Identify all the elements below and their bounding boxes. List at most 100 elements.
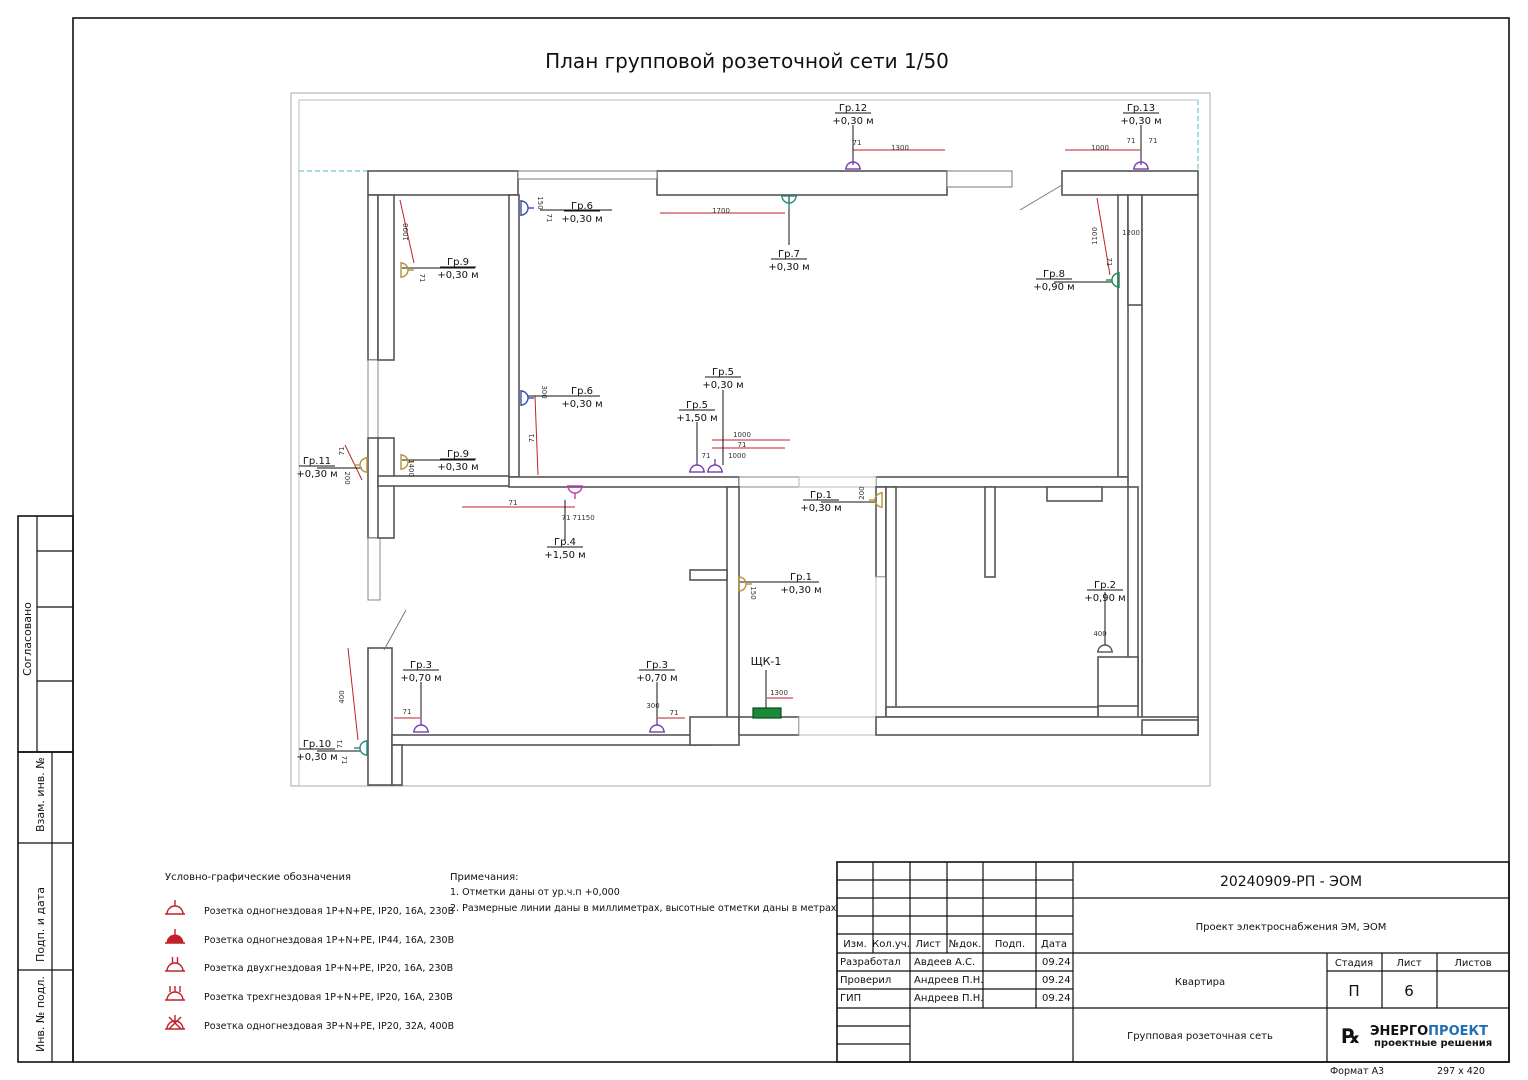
- socket-group-label: Гр.3: [410, 660, 432, 671]
- dimension-value: 71: [545, 214, 553, 223]
- tb-role: Проверил: [840, 975, 891, 986]
- dimension-value: 71: [509, 499, 518, 507]
- socket-icon: [845, 156, 861, 170]
- dimension-value: 71: [1105, 258, 1113, 267]
- socket-group-label: Гр.6: [571, 386, 593, 397]
- floor-plan: [290, 92, 1211, 787]
- dimension-value: 1000: [1091, 144, 1109, 152]
- socket-level-label: +0,30 м: [561, 214, 602, 225]
- socket-callout: Гр.6+0,30 м: [520, 386, 603, 410]
- socket-icon: [567, 485, 583, 499]
- dimension-value: 1100: [1091, 227, 1099, 245]
- tb-header: Кол.уч.: [872, 939, 910, 950]
- socket-group-label: Гр.5: [686, 400, 708, 411]
- tb-date: 09.24: [1042, 975, 1071, 986]
- socket-level-label: +0,30 м: [437, 462, 478, 473]
- socket-icon: [1097, 639, 1113, 653]
- socket-icon: [707, 459, 723, 473]
- dimension-value: 400: [1093, 630, 1106, 638]
- dimension-value: 71: [853, 139, 862, 147]
- tb-person: Авдеев А.С.: [914, 957, 975, 968]
- socket-group-label: Гр.10: [303, 739, 331, 750]
- legend: Условно-графические обозначения Розетка …: [165, 872, 454, 1032]
- notes-title: Примечания:: [450, 872, 519, 883]
- socket-level-label: +0,30 м: [702, 380, 743, 391]
- socket-icon: [869, 492, 883, 508]
- dimension-value: 300: [540, 385, 548, 398]
- socket-callout: Гр.3 +0,70 м: [636, 660, 678, 733]
- tb-header: Дата: [1041, 939, 1067, 950]
- socket-icon: [781, 195, 797, 209]
- panel-shk1: [752, 707, 782, 719]
- dimension-value: 71: [528, 434, 536, 443]
- dimension-value: 71: [338, 447, 346, 456]
- dimension-value: 1300: [891, 144, 909, 152]
- logo-mark: ℞: [1342, 1024, 1360, 1048]
- notes: Примечания: 1. Отметки даны от ур.ч.п +0…: [450, 872, 837, 914]
- dimension-value: 1000: [402, 223, 410, 241]
- side-stamp: Согласовано Взам. инв. № Подп. и дата Ин…: [17, 515, 74, 1063]
- sheet-name: Групповая розеточная сеть: [1127, 1031, 1273, 1042]
- socket-callout: Гр.3 +0,70 м: [400, 660, 442, 733]
- dimension-value: 1000: [728, 452, 746, 460]
- legend-title: Условно-графические обозначения: [165, 872, 351, 883]
- dimension-value: 71: [702, 452, 711, 460]
- socket-group-label: Гр.6: [571, 201, 593, 212]
- socket-level-label: +0,70 м: [636, 673, 677, 684]
- socket-callout: Гр.13+0,30 м: [1120, 103, 1162, 170]
- socket-callout: Гр.5+1,50 м: [676, 400, 718, 473]
- company-logo: ℞ ЭНЕРГОПРОЕКТ проектные решения: [1342, 1024, 1492, 1049]
- socket-icon: [738, 576, 752, 592]
- socket-level-label: +0,70 м: [400, 673, 441, 684]
- socket-callout: Гр.10+0,30 м: [296, 739, 368, 763]
- doc-code: 20240909-РП - ЭОМ: [1220, 874, 1362, 890]
- svg-text:ЭНЕРГОПРОЕКТ: ЭНЕРГОПРОЕКТ: [1370, 1024, 1488, 1039]
- socket-callout: Гр.8+0,90 м: [1033, 269, 1120, 293]
- socket-single-icon: [165, 900, 185, 915]
- dimension-value: 1300: [770, 689, 788, 697]
- socket-callout: Гр.1+0,30 м: [738, 572, 822, 596]
- title-block: 20240909-РП - ЭОМ Проект электроснабжени…: [836, 861, 1510, 1077]
- dimension-value: 150: [536, 196, 544, 209]
- dimension-value: 71: [336, 740, 344, 749]
- socket-group-label: Гр.9: [447, 449, 469, 460]
- socket-icon: [1133, 156, 1149, 170]
- socket-icon: [413, 719, 429, 733]
- socket-layer: Гр.12+0,30 мГр.13+0,30 мГр.6+0,30 мГр.7+…: [296, 103, 1161, 763]
- socket-level-label: +0,30 м: [1120, 116, 1161, 127]
- legend-item-text: Розетка трехгнездовая 1P+N+PE, IP20, 16А…: [204, 992, 453, 1003]
- dimension-value: 71: [340, 756, 348, 765]
- socket-callout: Гр.6 +0,30 м: [520, 200, 612, 225]
- sheet-label: Лист: [1396, 958, 1422, 969]
- socket-group-label: Гр.3: [646, 660, 668, 671]
- drawing-title: План групповой розеточной сети 1/50: [545, 49, 949, 73]
- dimension-value: 400: [338, 690, 346, 703]
- tb-date: 09.24: [1042, 993, 1071, 1004]
- dimension-value: 71: [418, 274, 426, 283]
- logo-subtitle: проектные решения: [1374, 1038, 1492, 1049]
- dimension-value: 71: [573, 514, 582, 522]
- dimension-value: 150: [749, 586, 757, 599]
- dimension-value: 71: [738, 441, 747, 449]
- dimension-value: 200: [858, 486, 866, 499]
- socket-callout: Гр.7+0,30 м: [768, 195, 810, 273]
- sheets-label: Листов: [1454, 958, 1491, 969]
- legend-item-text: Розетка одногнездовая 3P+N+PE, IP20, 32А…: [204, 1021, 454, 1032]
- stamp-inv-swap: Взам. инв. №: [34, 757, 47, 832]
- tb-person: Андреев П.Н.: [914, 993, 983, 1004]
- panel-label: ЩК-1: [751, 655, 782, 668]
- tb-role: Разработал: [840, 957, 901, 968]
- socket-icon: [689, 459, 705, 473]
- dimension-value: 71: [1127, 137, 1136, 145]
- socket-group-label: Гр.1: [810, 490, 832, 501]
- dimension-value: 200: [343, 471, 351, 484]
- legend-item-text: Розетка двухгнездовая 1P+N+PE, IP20, 16А…: [204, 963, 453, 974]
- tb-header: Лист: [915, 939, 941, 950]
- dimension-value: 1400: [407, 459, 415, 477]
- socket-callout: Гр.5+0,30 м: [702, 367, 744, 473]
- socket-group-label: Гр.7: [778, 249, 800, 260]
- socket-group-label: Гр.4: [554, 537, 576, 548]
- socket-callout: Гр.12+0,30 м: [832, 103, 874, 170]
